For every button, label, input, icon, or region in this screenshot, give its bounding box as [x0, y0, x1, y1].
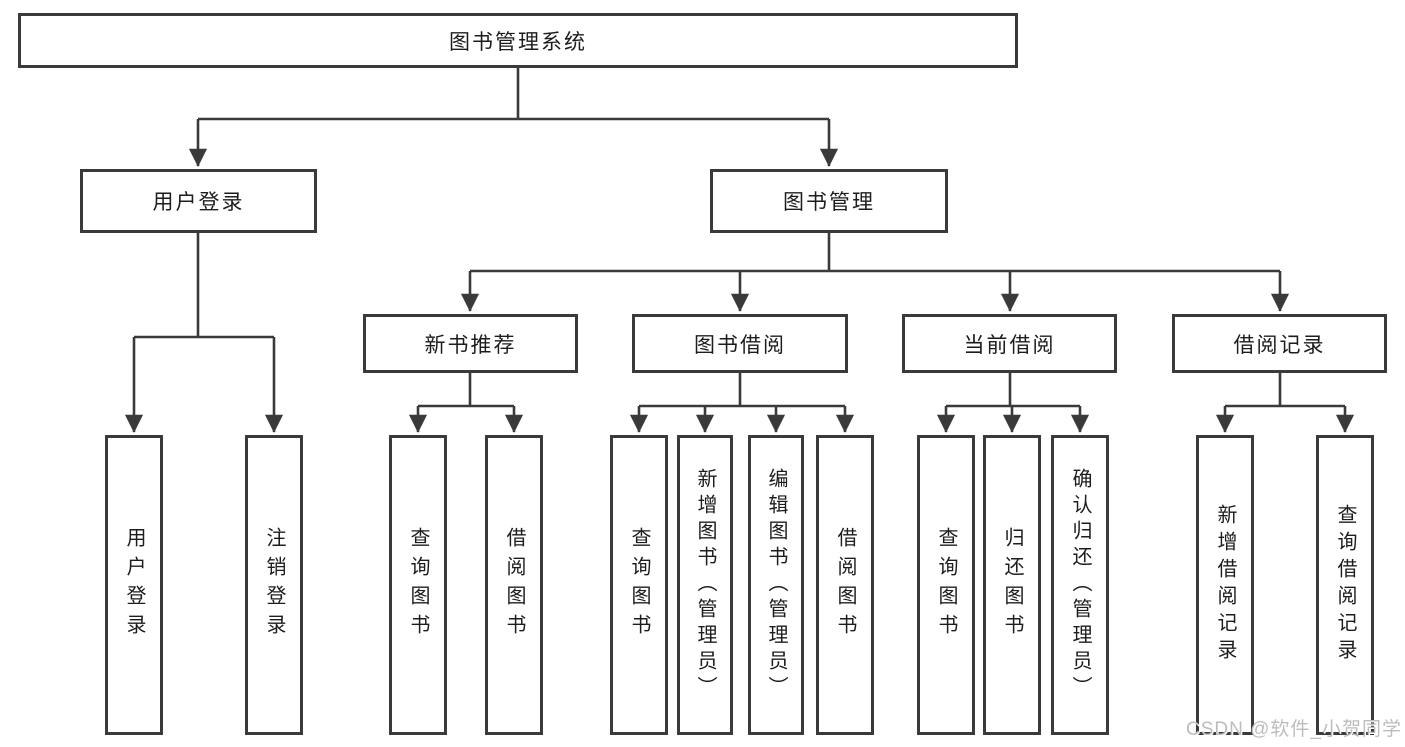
leaf-borrow-books-recommend: 借阅图书 — [485, 435, 543, 735]
node-label: 借阅图书 — [503, 527, 525, 643]
node-label: 图书借阅 — [694, 333, 786, 357]
node-label: 当前借阅 — [963, 333, 1056, 357]
node-label: 用户登录 — [123, 527, 145, 643]
node-book-borrow: 图书借阅 — [632, 314, 848, 373]
connector-new-book-recommend-to-leaves — [408, 373, 524, 433]
node-label: 新增借阅记录 — [1214, 504, 1236, 666]
node-label: 编辑图书（管理员） — [765, 468, 787, 702]
connector-book-borrow-to-leaves — [629, 373, 855, 433]
leaf-borrow-books: 借阅图书 — [816, 435, 874, 735]
leaf-query-books-recommend: 查询图书 — [389, 435, 447, 735]
connector-root-to-level2 — [188, 68, 839, 167]
node-label: 查询图书 — [407, 527, 429, 643]
connector-user-login-to-leaves — [124, 233, 284, 433]
leaf-query-books-borrow: 查询图书 — [610, 435, 668, 735]
leaf-logout: 注销登录 — [245, 435, 303, 735]
leaf-query-borrow-record: 查询借阅记录 — [1316, 435, 1374, 735]
leaf-query-books-current: 查询图书 — [917, 435, 975, 735]
node-label: 新增图书（管理员） — [694, 468, 716, 702]
node-label: 查询图书 — [935, 527, 957, 643]
leaf-edit-book-admin: 编辑图书（管理员） — [748, 435, 804, 735]
node-label: 确认归还（管理员） — [1069, 468, 1091, 702]
node-label: 用户登录 — [152, 191, 245, 214]
node-label: 查询图书 — [628, 527, 650, 643]
leaf-confirm-return-admin: 确认归还（管理员） — [1051, 435, 1109, 735]
leaf-add-borrow-record: 新增借阅记录 — [1196, 435, 1254, 735]
leaf-add-book-admin: 新增图书（管理员） — [677, 435, 733, 735]
node-label: 图书管理 — [783, 191, 875, 214]
leaf-return-books: 归还图书 — [983, 435, 1041, 735]
node-library-management-system: 图书管理系统 — [18, 13, 1018, 68]
node-user-login: 用户登录 — [80, 169, 317, 233]
node-label: 注销登录 — [263, 527, 285, 643]
connector-borrow-records-to-leaves — [1215, 373, 1355, 433]
connector-current-borrow-to-leaves — [936, 373, 1090, 433]
node-label: 归还图书 — [1001, 527, 1023, 643]
node-current-borrow: 当前借阅 — [902, 314, 1117, 373]
connector-book-management-to-level3 — [460, 233, 1290, 312]
node-label: 借阅图书 — [834, 527, 856, 643]
node-label: 借阅记录 — [1233, 333, 1326, 357]
node-new-book-recommend: 新书推荐 — [363, 314, 578, 373]
csdn-watermark: CSDN @软件_小贺同学 — [1186, 719, 1402, 740]
leaf-user-login: 用户登录 — [105, 435, 163, 735]
node-label: 查询借阅记录 — [1334, 504, 1356, 666]
node-borrow-records: 借阅记录 — [1172, 314, 1387, 373]
node-label: 新书推荐 — [424, 333, 517, 357]
node-label: 图书管理系统 — [449, 30, 587, 54]
node-book-management: 图书管理 — [710, 169, 948, 233]
